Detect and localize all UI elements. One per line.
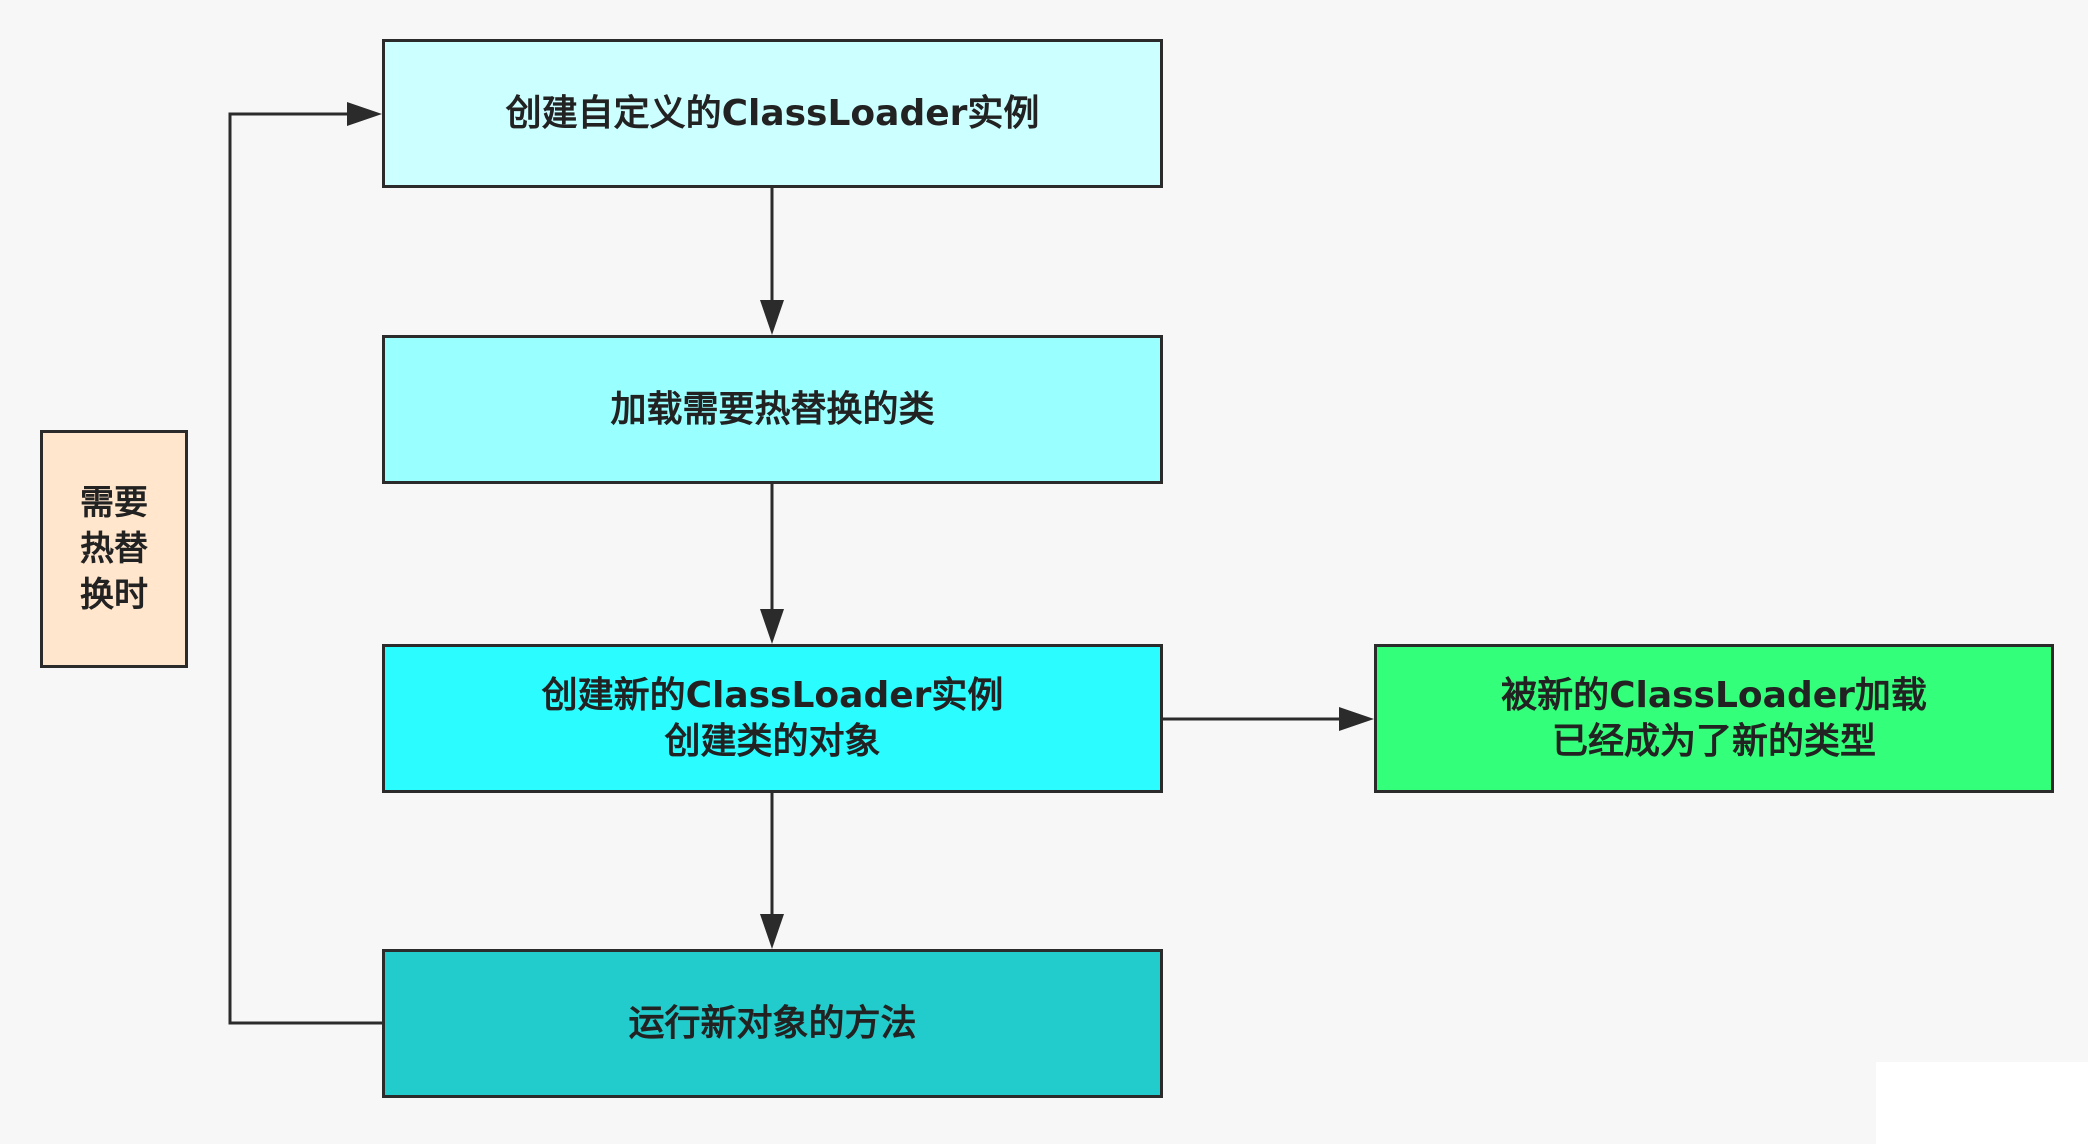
node-label-line-1: 被新的ClassLoader加载 bbox=[1501, 674, 1927, 716]
background-corner bbox=[1876, 1062, 2088, 1144]
arrowhead-create-new-to-run bbox=[760, 914, 784, 949]
loop-back-connector bbox=[228, 112, 382, 1025]
node-label-line-2: 创建类的对象 bbox=[664, 720, 881, 762]
arrowhead-create-to-load bbox=[760, 300, 784, 335]
node-label: 创建自定义的ClassLoader实例 bbox=[505, 92, 1040, 134]
node-label: 运行新对象的方法 bbox=[628, 1002, 917, 1044]
side-note-line-3: 换时 bbox=[80, 575, 148, 615]
node-label: 加载需要热替换的类 bbox=[610, 388, 935, 430]
node-label-line-1: 创建新的ClassLoader实例 bbox=[541, 674, 1004, 716]
arrowhead-load-to-create-new bbox=[760, 609, 784, 644]
node-create-custom-classloader: 创建自定义的ClassLoader实例 bbox=[382, 39, 1163, 188]
node-new-type: 被新的ClassLoader加载 已经成为了新的类型 bbox=[1374, 644, 2054, 793]
side-note-line-2: 热替 bbox=[80, 529, 148, 569]
node-run-new-object-method: 运行新对象的方法 bbox=[382, 949, 1163, 1098]
side-note-line-1: 需要 bbox=[80, 483, 148, 523]
node-label-line-2: 已经成为了新的类型 bbox=[1551, 720, 1876, 762]
arrowhead-create-new-to-new-type bbox=[1339, 707, 1374, 731]
node-side-note: 需要 热替 换时 bbox=[40, 430, 188, 668]
node-load-hot-swap-class: 加载需要热替换的类 bbox=[382, 335, 1163, 484]
node-create-new-classloader: 创建新的ClassLoader实例 创建类的对象 bbox=[382, 644, 1163, 793]
arrowhead-loop-back bbox=[347, 102, 382, 126]
